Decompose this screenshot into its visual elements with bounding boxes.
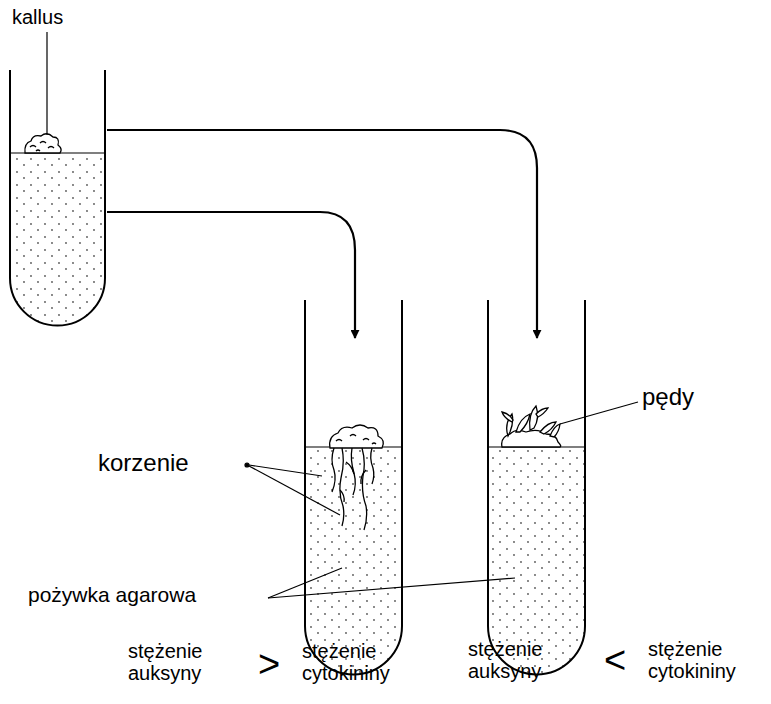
test-tube: [10, 70, 105, 326]
leader-line: [249, 465, 322, 476]
part-label: pożywka agarowa: [28, 583, 196, 606]
agar-medium: [10, 153, 105, 326]
callus: [25, 134, 61, 153]
part-label: pędy: [642, 384, 694, 410]
heading-label: kallus: [12, 6, 63, 28]
leader-line: [249, 466, 340, 515]
leader-lines: [245, 402, 638, 598]
concentration-label: stężenie cytokininy: [302, 640, 390, 684]
test-tube: [305, 300, 402, 674]
callus-hanger: [46, 32, 47, 135]
transfer-arrow: [107, 130, 537, 338]
concentration-label: stężenie auksyny: [468, 638, 543, 682]
transfer-arrow: [107, 212, 355, 338]
comparison-sign: >: [258, 644, 280, 686]
concentration-label: stężenie auksyny: [128, 640, 203, 684]
shoots: [502, 406, 561, 447]
comparison-sign: <: [604, 640, 626, 682]
leader-line: [560, 402, 638, 424]
test-tube: [488, 300, 585, 675]
concentration-label: stężenie cytokininy: [648, 638, 736, 682]
leader-line: [268, 578, 515, 598]
part-label: korzenie: [98, 450, 189, 476]
